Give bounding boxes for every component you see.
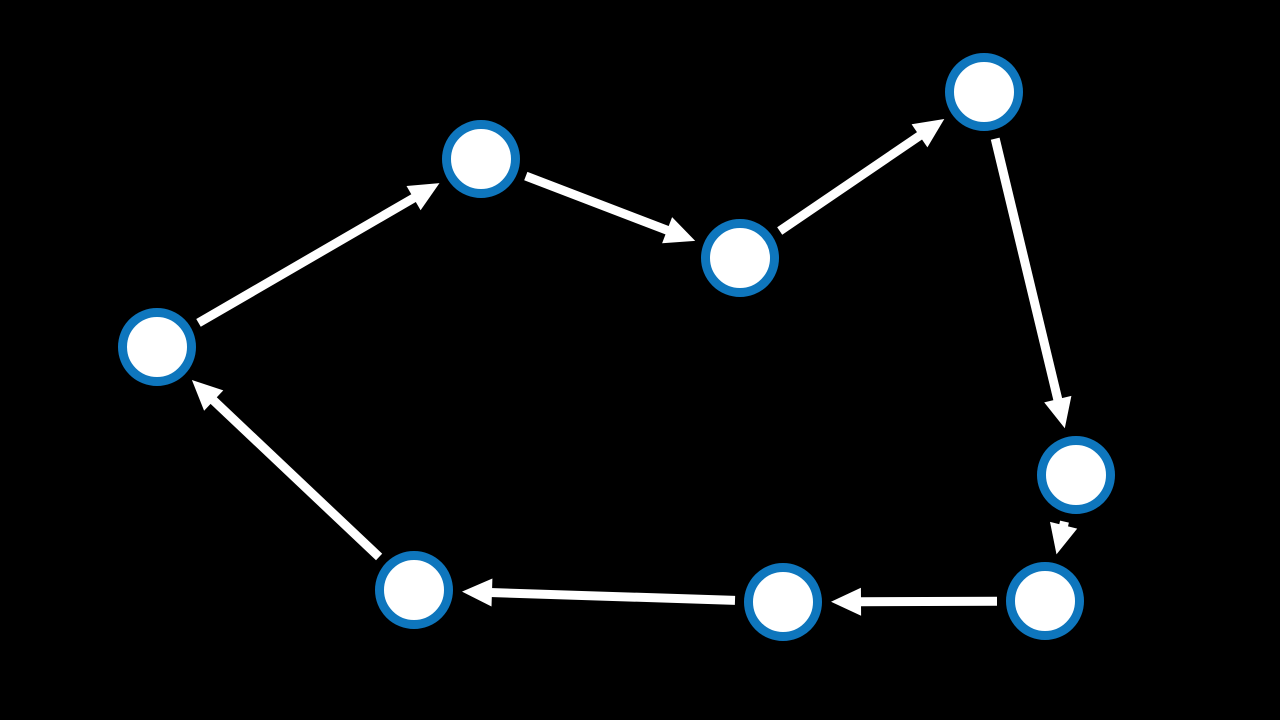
graph-edge-arrowhead	[191, 380, 224, 411]
graph-node	[375, 551, 453, 629]
graph-edge-shaft	[858, 596, 998, 607]
graph-edge-arrowhead	[462, 578, 493, 607]
edges-layer	[191, 119, 1078, 616]
graph-edge-arrowhead	[831, 587, 862, 616]
graph-edge-shaft	[489, 588, 736, 605]
graph-edge-arrowhead	[1044, 395, 1072, 429]
graph-node	[442, 120, 520, 198]
graph-node	[118, 308, 196, 386]
graph-edge-shaft	[990, 137, 1063, 403]
graph-edge-arrowhead	[911, 119, 945, 148]
graph-node	[945, 53, 1023, 131]
graph-node	[1037, 436, 1115, 514]
graph-edge-shaft	[777, 130, 924, 235]
graph-node	[744, 563, 822, 641]
graph-node	[701, 219, 779, 297]
graph-edge-shaft	[196, 193, 418, 327]
nodes-layer	[118, 53, 1115, 641]
graph-edge-shaft	[209, 395, 383, 561]
graph-edge-arrowhead	[406, 183, 440, 211]
graph-edge-shaft	[524, 171, 671, 236]
graph-edge-arrowhead	[662, 217, 696, 244]
graph-node	[1006, 562, 1084, 640]
graph-edge-arrowhead	[1050, 521, 1078, 555]
